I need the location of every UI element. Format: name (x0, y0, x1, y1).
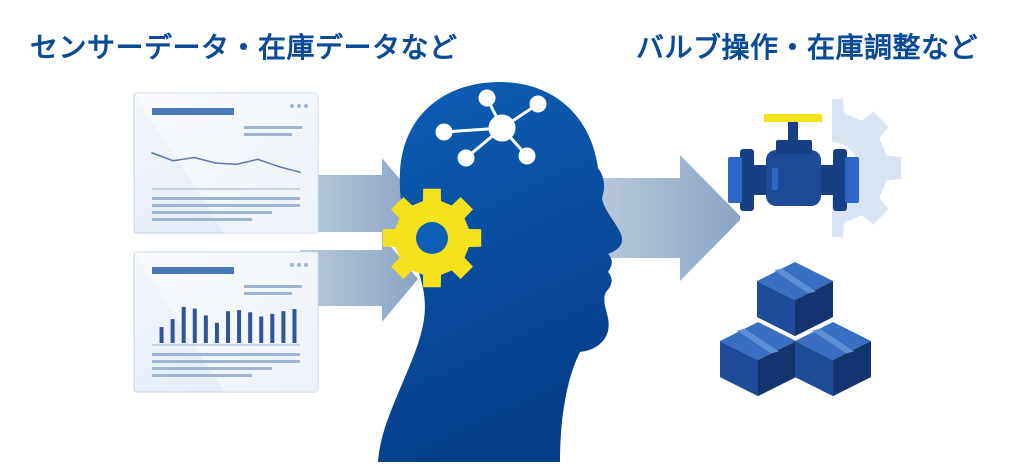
inventory-bar-chart (159, 306, 297, 343)
box-left-face (720, 341, 758, 397)
box-right-face (833, 341, 871, 397)
stacked-boxes-icon (720, 262, 871, 397)
chart-bar (259, 316, 264, 343)
chart-point (235, 163, 238, 166)
input-caption: センサーデータ・在庫データなど (30, 31, 458, 64)
chart-point (256, 158, 259, 161)
chart-bar (203, 315, 208, 343)
chart-bar (192, 308, 197, 343)
bar-chart-dashboard-icon (133, 251, 319, 393)
chart-bar (281, 311, 286, 343)
chart-bar (270, 313, 275, 343)
chart-bar (226, 311, 230, 343)
panel-header-bar (152, 267, 234, 274)
valve-handle (764, 114, 822, 122)
chart-point (278, 165, 280, 168)
chart-bar (181, 306, 186, 343)
chart-point (214, 162, 217, 164)
output-caption: バルブ操作・在庫調整など (636, 31, 979, 64)
chart-bar (292, 309, 297, 343)
box-tape (774, 268, 816, 294)
output-flow-arrow (595, 155, 742, 281)
input-flow-arrows (300, 158, 420, 322)
ai-head-silhouette (378, 82, 623, 462)
box-tape (812, 328, 854, 354)
chart-bar (248, 312, 253, 343)
gear-icon (382, 188, 482, 288)
valve-icon (728, 114, 859, 211)
chart-point (299, 171, 301, 173)
box-left-face (795, 341, 833, 397)
chart-point (172, 159, 174, 162)
box-right-face (795, 281, 833, 337)
input-arrow-upper (300, 158, 420, 248)
chart-point (193, 156, 196, 159)
box-left-face (757, 281, 795, 337)
panel-header-bar (152, 108, 234, 115)
box-tape (737, 328, 779, 354)
box-right-face (758, 341, 796, 397)
chart-bar (159, 327, 164, 343)
chart-bar (214, 322, 219, 343)
network-nodes-icon (435, 89, 547, 167)
chart-bar (237, 310, 242, 343)
input-arrow-lower (300, 236, 418, 322)
sensor-line-chart (151, 152, 301, 173)
chart-series-line (151, 152, 301, 173)
line-chart-dashboard-icon (133, 92, 319, 234)
chart-point (151, 152, 153, 154)
chart-bar (170, 319, 175, 343)
